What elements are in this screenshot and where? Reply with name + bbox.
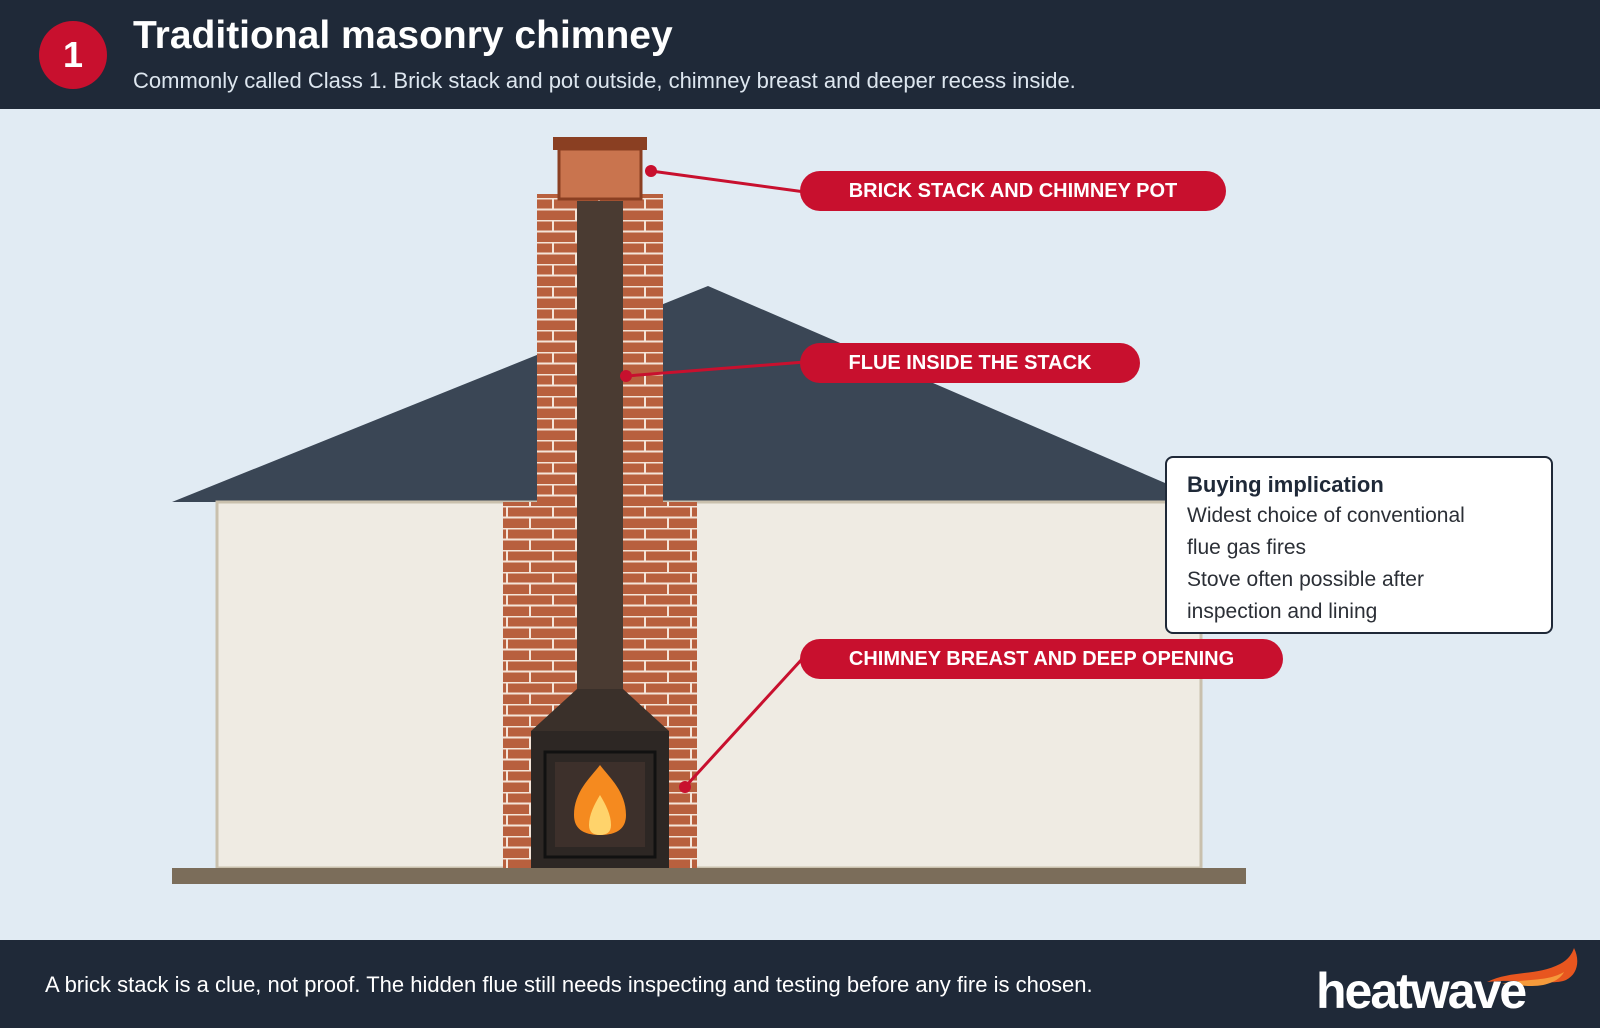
label-brick-stack-pot: BRICK STACK AND CHIMNEY POT: [800, 171, 1226, 211]
leader-dot-stack: [645, 165, 657, 177]
buying-implication-callout: Buying implication Widest choice of conv…: [1165, 456, 1553, 634]
heatwave-logo: heatwave: [1312, 948, 1582, 1026]
callout-title: Buying implication: [1187, 472, 1384, 497]
fireplace-inner-frame: [543, 750, 657, 859]
label-chimney-breast: CHIMNEY BREAST AND DEEP OPENING: [800, 639, 1283, 679]
page-subtitle: Commonly called Class 1. Brick stack and…: [133, 68, 1076, 93]
callout-line: Stove often possible after: [1187, 568, 1424, 591]
callout-line: inspection and lining: [1187, 600, 1378, 623]
fire-flame-core: [589, 795, 611, 835]
chimney-pot: [557, 147, 643, 201]
page-title: Traditional masonry chimney: [133, 14, 673, 57]
header-bar: 1 Traditional masonry chimney Commonly c…: [0, 0, 1600, 109]
step-number-badge: 1: [39, 21, 107, 89]
logo-wordmark: heatwave: [1316, 963, 1527, 1019]
leader-dot-flue: [620, 370, 632, 382]
roof: [172, 286, 1172, 502]
chimney-pot-rim: [553, 137, 647, 150]
ground: [172, 868, 1246, 884]
chimney-illustration: [172, 137, 1246, 884]
footer-note: A brick stack is a clue, not proof. The …: [45, 972, 1093, 997]
fireplace-hood: [531, 689, 669, 731]
callout-line: flue gas fires: [1187, 536, 1307, 559]
leader-line-flue: [625, 360, 806, 378]
label-flue: FLUE INSIDE THE STACK: [800, 343, 1140, 383]
leader-dot-breast: [679, 781, 691, 793]
flue: [577, 201, 623, 697]
leader-line-breast: [683, 656, 805, 789]
leader-line-stack: [650, 169, 806, 194]
footer-bar: A brick stack is a clue, not proof. The …: [0, 940, 1600, 1028]
house-wall: [215, 500, 1203, 870]
flame-swoosh-icon: [1487, 948, 1578, 986]
callout-line: Widest choice of conventional: [1187, 504, 1465, 527]
